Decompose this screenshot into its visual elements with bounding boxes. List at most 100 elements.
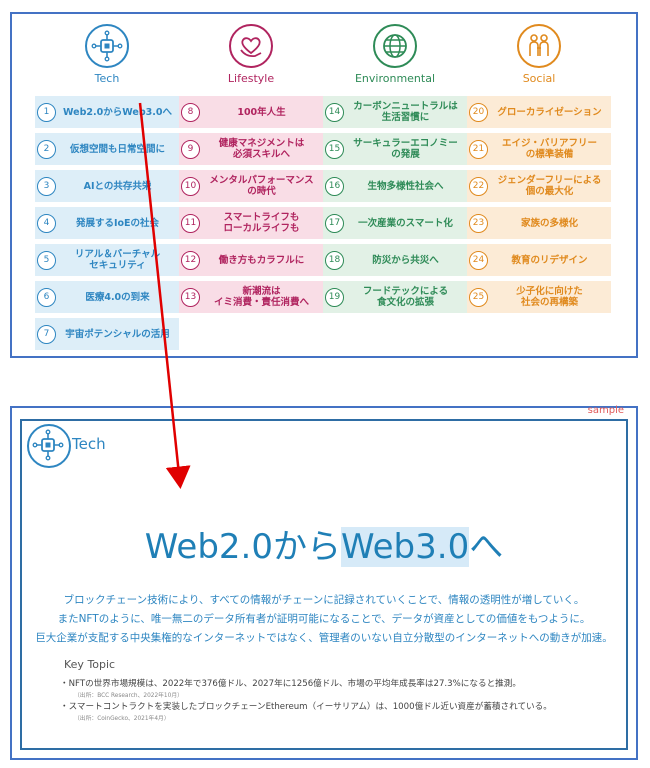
trend-number-badge: 14 — [325, 102, 344, 122]
trend-number-badge: 1 — [37, 102, 56, 122]
trend-number-badge: 2 — [37, 139, 56, 159]
trend-item[interactable]: 12 働き方もカラフルに — [179, 244, 323, 276]
trend-item[interactable]: 9 健康マネジメントは 必須スキルへ — [179, 133, 323, 165]
title-highlight: Web3.0 — [341, 527, 470, 567]
trend-item[interactable]: 11 スマートライフも ローカルライフも — [179, 207, 323, 239]
trend-item[interactable]: 21 エイジ・バリアフリー の標準装備 — [467, 133, 611, 165]
trend-label: 100年人生 — [237, 106, 286, 118]
key-topic-item: ・NFTの世界市場規模は、2022年で376億ドル、2027年に1256億ドル、… — [60, 679, 521, 689]
slide-body: ブロックチェーン技術により、すべての情報がチェーンに記録されていくことで、情報の… — [22, 591, 626, 648]
trend-item[interactable]: 17 一次産業のスマート化 — [323, 207, 467, 239]
key-topic-heading: Key Topic — [64, 658, 116, 671]
trend-item[interactable]: 20 グローカライゼーション — [467, 96, 611, 128]
trend-item[interactable]: 15 サーキュラーエコノミー の発展 — [323, 133, 467, 165]
title-part-3: へ — [469, 527, 504, 567]
trend-label: ジェンダーフリーによる 個の最大化 — [497, 175, 602, 197]
trend-label: 健康マネジメントは 必須スキルへ — [218, 138, 305, 160]
trend-item[interactable]: 13 新潮流は イミ消費・責任消費へ — [179, 281, 323, 313]
trend-item[interactable]: 18 防災から共災へ — [323, 244, 467, 276]
trend-number-badge: 23 — [469, 213, 488, 233]
sample-label: sample — [587, 405, 624, 416]
trend-item[interactable]: 23 家族の多様化 — [467, 207, 611, 239]
trend-label: 医療4.0の到来 — [85, 291, 150, 303]
category-column-tech: Tech 1 Web2.0からWeb3.0へ 2 仮想空間も日常空間に 3 AIとの共存共栄… — [35, 14, 179, 350]
trend-number-badge: 12 — [181, 250, 200, 270]
body-line: 巨大企業が支配する中央集権的なインターネットではなく、管理者のいない自立分散型の… — [35, 632, 613, 644]
trend-label: 新潮流は イミ消費・責任消費へ — [213, 286, 309, 308]
trend-item[interactable]: 8 100年人生 — [179, 96, 323, 128]
category-header: Environmental — [323, 14, 467, 96]
body-line: ブロックチェーン技術により、すべての情報がチェーンに記録されていくことで、情報の… — [63, 594, 585, 606]
trend-item[interactable]: 2 仮想空間も日常空間に — [35, 133, 179, 165]
trend-number-badge: 24 — [469, 250, 488, 270]
trend-item[interactable]: 4 発展するIoEの社会 — [35, 207, 179, 239]
body-line: またNFTのように、唯一無二のデータ所有者が証明可能になることで、データが資産と… — [57, 613, 591, 625]
trend-number-badge: 6 — [37, 287, 56, 307]
trend-number-badge: 19 — [325, 287, 344, 307]
category-header: Social — [467, 14, 611, 96]
trend-number-badge: 11 — [181, 213, 200, 233]
title-part-1: Web2.0から — [144, 527, 341, 567]
category-header: Tech — [35, 14, 179, 96]
trend-label: グローカライゼーション — [497, 106, 602, 118]
trend-number-badge: 7 — [37, 324, 56, 344]
trend-label: 宇宙ポテンシャルの活用 — [65, 328, 170, 340]
trend-number-badge: 22 — [469, 176, 488, 196]
trend-number-badge: 21 — [469, 139, 488, 159]
trend-label: メンタルパフォーマンス の時代 — [209, 175, 314, 197]
trend-label: 仮想空間も日常空間に — [69, 143, 165, 155]
trend-item[interactable]: 1 Web2.0からWeb3.0へ — [35, 96, 179, 128]
trend-number-badge: 4 — [37, 213, 56, 233]
category-title: Social — [522, 72, 556, 85]
category-column-social: Social 20 グローカライゼーション 21 エイジ・バリアフリー の標準装備 22 ジ… — [467, 14, 611, 313]
category-title: Lifestyle — [227, 72, 275, 85]
trend-label: 少子化に向けた 社会の再構築 — [516, 286, 583, 308]
trend-label: サーキュラーエコノミー の発展 — [353, 138, 458, 160]
trend-label: カーボンニュートラルは 生活習慣に — [353, 101, 458, 123]
circuit-chip-icon — [27, 424, 71, 468]
trend-number-badge: 13 — [181, 287, 200, 307]
trend-label: 働き方もカラフルに — [218, 254, 305, 266]
trend-label: 生物多様性社会へ — [367, 180, 444, 192]
heart-hand-icon — [229, 24, 273, 68]
trend-label: 発展するIoEの社会 — [75, 217, 160, 229]
people-icon — [517, 24, 561, 68]
trend-label: エイジ・バリアフリー の標準装備 — [501, 138, 597, 160]
globe-icon — [373, 24, 417, 68]
category-header: Lifestyle — [179, 14, 323, 96]
trend-number-badge: 17 — [325, 213, 344, 233]
trend-label: AIとの共存共栄 — [83, 180, 152, 192]
trend-item[interactable]: 7 宇宙ポテンシャルの活用 — [35, 318, 179, 350]
trend-label: スマートライフも ローカルライフも — [223, 212, 300, 234]
trend-label: 教育のリデザイン — [511, 254, 588, 266]
trend-number-badge: 18 — [325, 250, 344, 270]
category-column-lifestyle: Lifestyle 8 100年人生 9 健康マネジメントは 必須スキルへ 10 メンタルパ… — [179, 14, 323, 313]
trend-number-badge: 15 — [325, 139, 344, 159]
key-topic-source: （出所：BCC Research、2022年10月） — [74, 693, 183, 699]
trend-label: 一次産業のスマート化 — [358, 217, 453, 229]
trend-item[interactable]: 14 カーボンニュートラルは 生活習慣に — [323, 96, 467, 128]
circuit-chip-icon — [85, 24, 129, 68]
trend-item[interactable]: 6 医療4.0の到来 — [35, 281, 179, 313]
trend-item[interactable]: 3 AIとの共存共栄 — [35, 170, 179, 202]
trend-number-badge: 8 — [181, 102, 200, 122]
detail-slide: Tech Web2.0からWeb3.0へ ブロックチェーン技術により、すべての情… — [20, 419, 628, 750]
category-label: Tech — [72, 435, 106, 453]
trend-item[interactable]: 10 メンタルパフォーマンス の時代 — [179, 170, 323, 202]
trend-item[interactable]: 24 教育のリデザイン — [467, 244, 611, 276]
trend-number-badge: 20 — [469, 102, 488, 122]
trend-label: 防災から共災へ — [372, 254, 439, 266]
trend-label: Web2.0からWeb3.0へ — [63, 106, 172, 118]
trend-item[interactable]: 22 ジェンダーフリーによる 個の最大化 — [467, 170, 611, 202]
trend-number-badge: 10 — [181, 176, 200, 196]
trend-number-badge: 9 — [181, 139, 200, 159]
category-title: Environmental — [354, 72, 436, 85]
trend-label: 家族の多様化 — [520, 217, 578, 229]
category-title: Tech — [94, 72, 120, 85]
trend-label: リアル＆バーチャル セキュリティ — [74, 249, 161, 271]
trend-number-badge: 3 — [37, 176, 56, 196]
